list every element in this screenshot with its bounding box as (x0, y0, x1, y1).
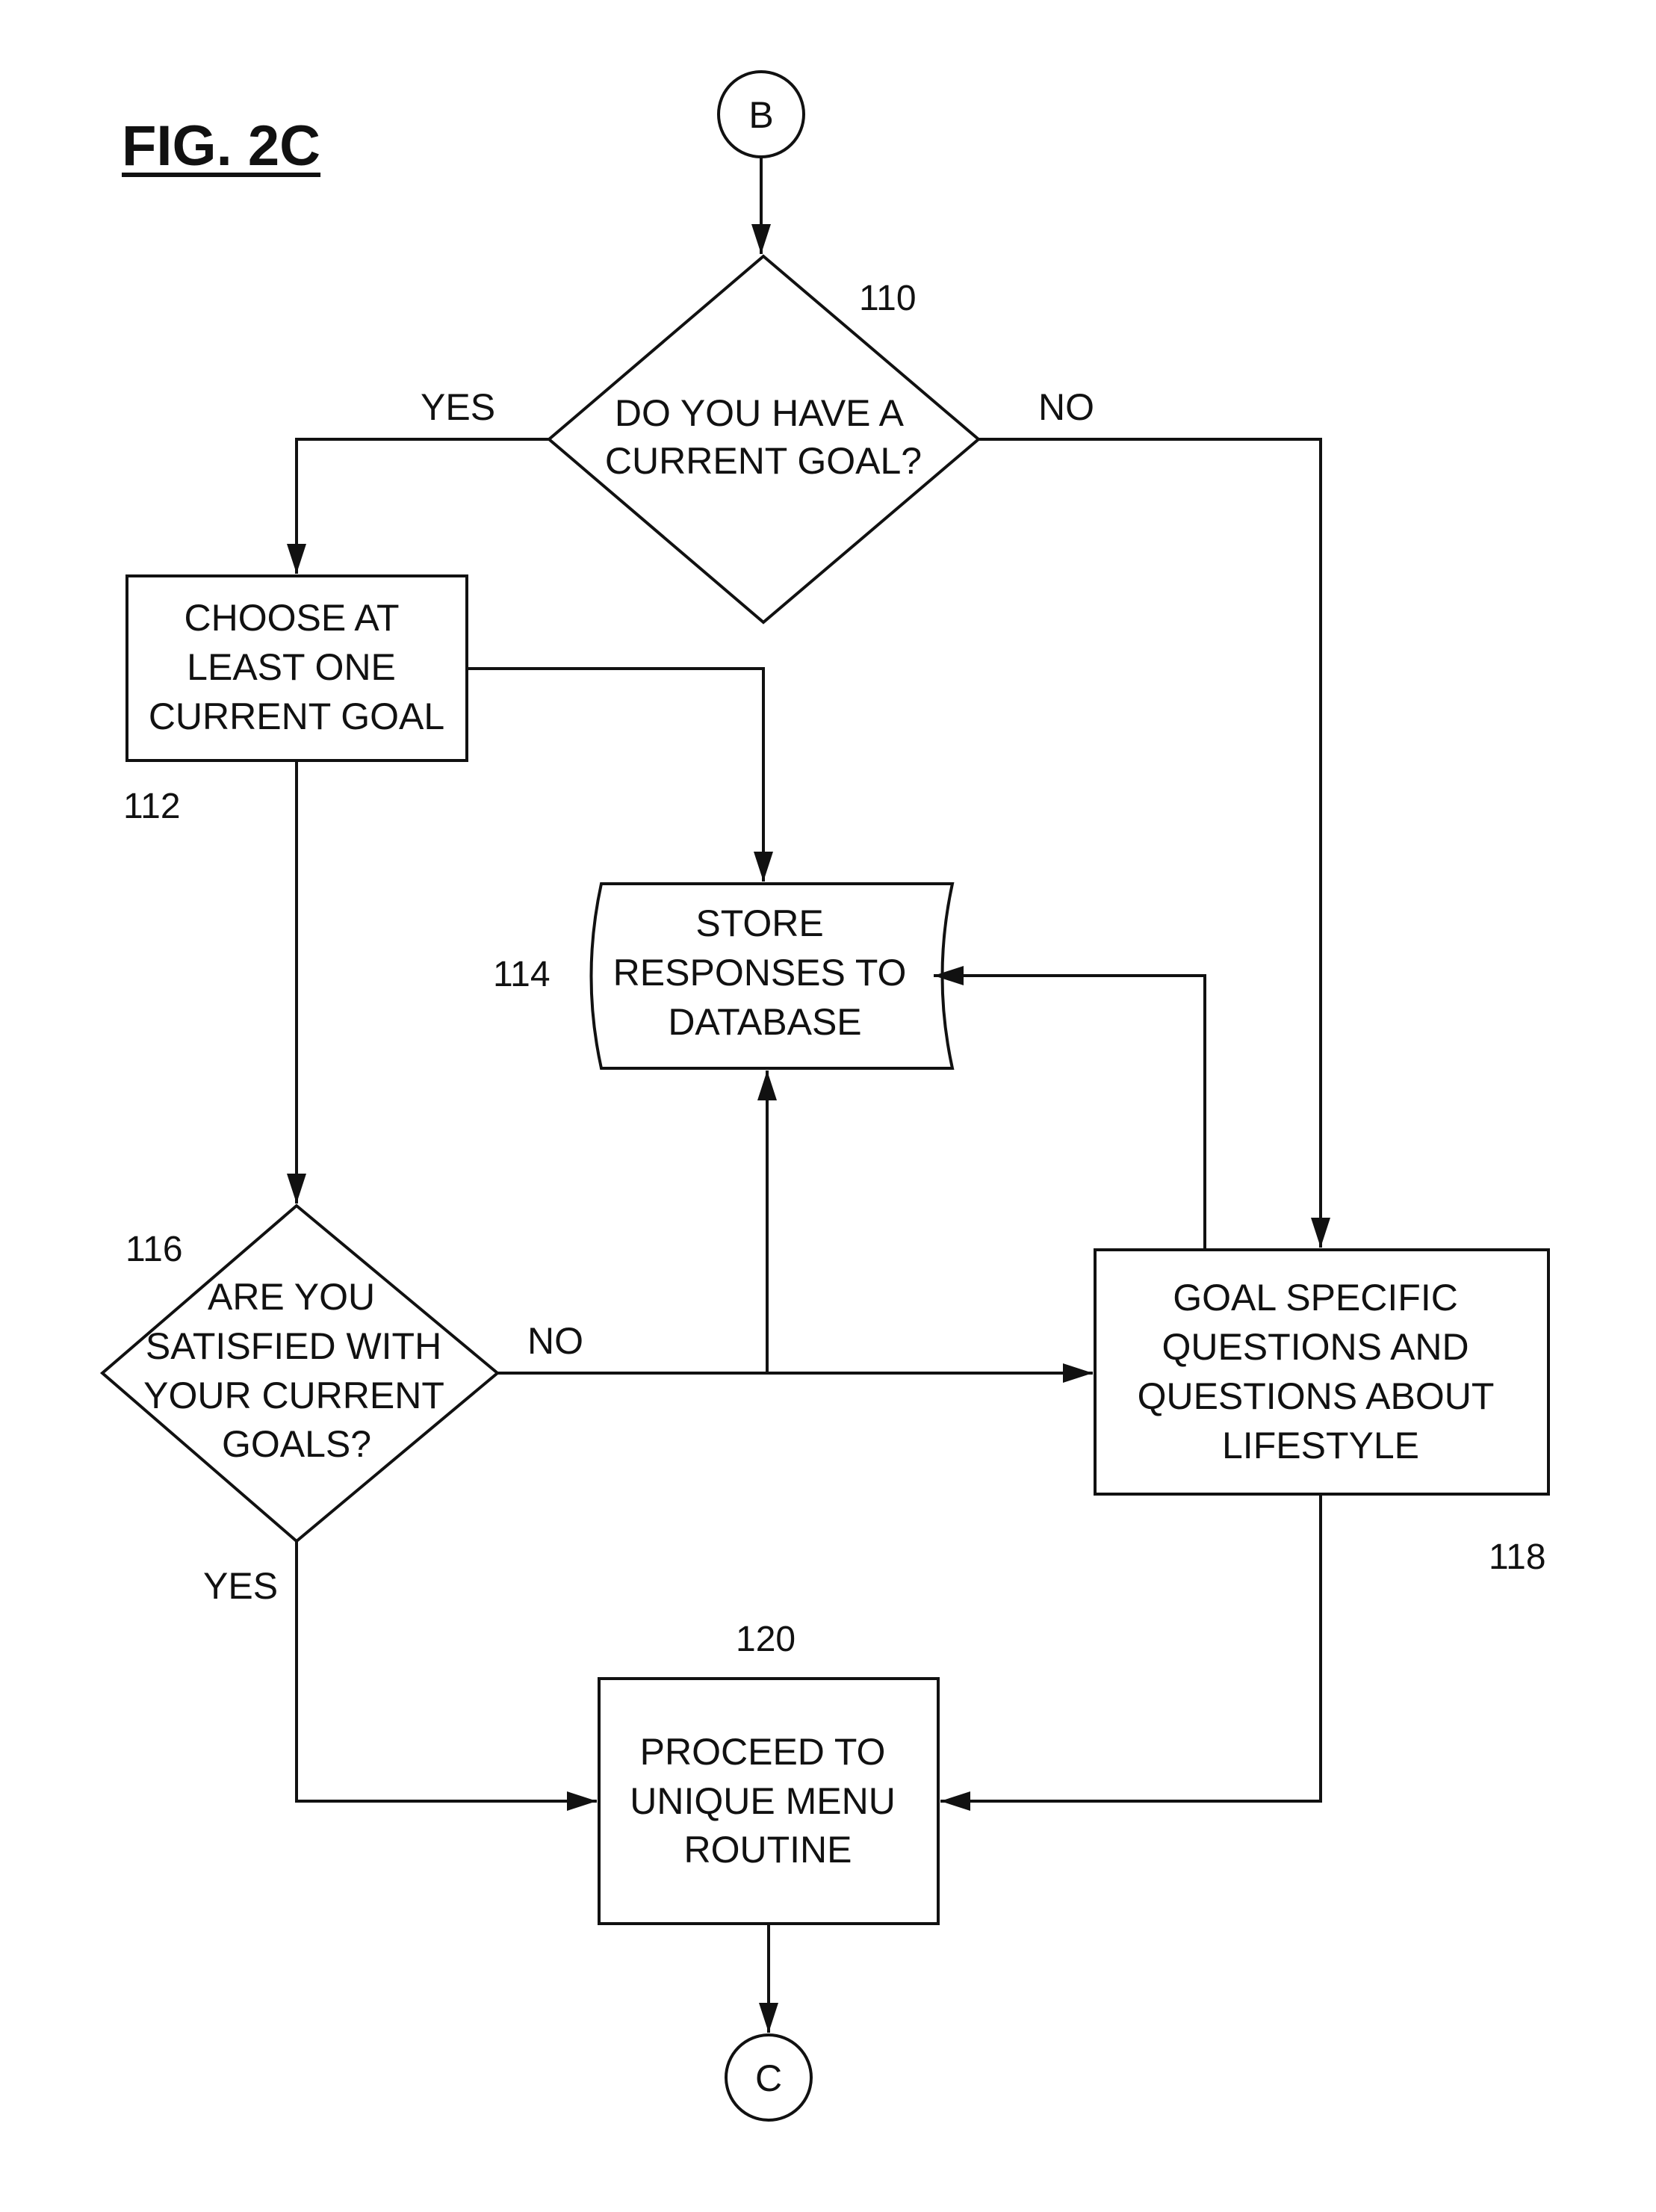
figure-title: FIG. 2C (122, 114, 320, 179)
edge-116-yes-to-120 (297, 1541, 597, 1801)
decision-110-line-2: CURRENT GOAL? (605, 440, 922, 482)
process-112-line-2: LEAST ONE (187, 646, 396, 688)
process-112-text: CHOOSE AT LEAST ONE CURRENT GOAL (149, 597, 444, 737)
database-114-line-2: RESPONSES TO (613, 952, 907, 994)
process-112-line-3: CURRENT GOAL (149, 695, 444, 737)
database-114-line-3: DATABASE (668, 1001, 861, 1043)
label-yes-110: YES (421, 386, 495, 428)
edge-112-to-114 (467, 669, 763, 882)
edge-110-no-to-118 (979, 439, 1321, 1248)
edge-110-yes-to-112 (297, 439, 549, 574)
process-118-line-2: QUESTIONS AND (1162, 1326, 1469, 1368)
process-120-line-1: PROCEED TO (640, 1731, 886, 1773)
process-120-text: PROCEED TO UNIQUE MENU ROUTINE (630, 1731, 905, 1871)
ref-114: 114 (493, 955, 551, 994)
ref-116: 116 (125, 1230, 183, 1269)
decision-116-line-2: SATISFIED WITH (146, 1325, 441, 1367)
ref-120: 120 (736, 1620, 796, 1659)
process-112-line-1: CHOOSE AT (184, 597, 398, 639)
decision-116-line-3: YOUR CURRENT (143, 1375, 444, 1416)
decision-116-text: ARE YOU SATISFIED WITH YOUR CURRENT GOAL… (143, 1276, 454, 1465)
process-118-line-1: GOAL SPECIFIC (1173, 1277, 1458, 1319)
decision-110-line-1: DO YOU HAVE A (615, 392, 905, 434)
label-no-116: NO (527, 1320, 583, 1362)
edge-118-to-114 (934, 976, 1205, 1250)
process-118-text: GOAL SPECIFIC QUESTIONS AND QUESTIONS AB… (1138, 1277, 1504, 1466)
decision-116-line-4: GOALS? (222, 1423, 371, 1465)
process-118-line-4: LIFESTYLE (1222, 1425, 1419, 1466)
label-no-110: NO (1038, 386, 1094, 428)
decision-116-line-1: ARE YOU (208, 1276, 375, 1318)
process-120-line-3: ROUTINE (684, 1829, 852, 1871)
connector-c-label: C (755, 2057, 782, 2099)
connector-b-label: B (748, 94, 773, 136)
ref-118: 118 (1489, 1537, 1546, 1577)
database-114-text: STORE RESPONSES TO DATABASE (613, 902, 917, 1043)
process-118-line-3: QUESTIONS ABOUT (1138, 1375, 1494, 1417)
ref-110: 110 (859, 279, 917, 318)
label-yes-116: YES (203, 1565, 278, 1607)
database-114-line-1: STORE (695, 902, 823, 944)
ref-112: 112 (123, 787, 181, 826)
edge-118-to-120 (940, 1494, 1321, 1801)
decision-110-text: DO YOU HAVE A CURRENT GOAL? (605, 392, 922, 482)
process-120-line-2: UNIQUE MENU (630, 1780, 896, 1822)
